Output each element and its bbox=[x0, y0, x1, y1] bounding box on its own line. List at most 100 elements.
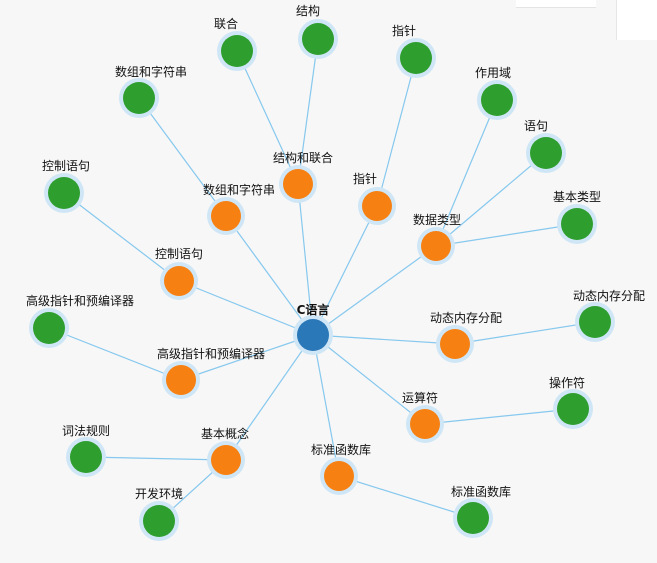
link-root-m9 bbox=[225, 334, 314, 461]
node-circle[interactable] bbox=[579, 306, 611, 338]
link-root-m2 bbox=[312, 205, 378, 336]
link-root-m8 bbox=[312, 334, 426, 425]
top-panel-edge bbox=[516, 0, 596, 8]
node-label: 基本概念 bbox=[201, 426, 249, 441]
node-m8[interactable]: 运算符 bbox=[402, 390, 444, 443]
node-circle[interactable] bbox=[440, 329, 470, 359]
node-label: 联合 bbox=[214, 16, 238, 31]
node-label: 高级指针和预编译器 bbox=[157, 346, 265, 361]
node-m2[interactable]: 指针 bbox=[353, 171, 396, 225]
link-root-m4 bbox=[312, 245, 437, 336]
node-label: 运算符 bbox=[402, 390, 438, 405]
node-l3[interactable]: 指针 bbox=[392, 23, 436, 78]
link-m5-l7 bbox=[63, 192, 180, 282]
node-circle[interactable] bbox=[400, 42, 432, 74]
node-label: 标准函数库 bbox=[451, 484, 511, 499]
node-label: 开发环境 bbox=[135, 486, 183, 501]
nodes-layer: C语言结构和联合指针数组和字符串数据类型控制语句动态内存分配高级指针和预编译器运… bbox=[26, 3, 645, 541]
node-label: 语句 bbox=[524, 119, 548, 133]
link-m9-l12 bbox=[85, 456, 227, 461]
node-m4[interactable]: 数据类型 bbox=[413, 212, 461, 265]
node-label: 数据类型 bbox=[413, 212, 461, 227]
node-circle[interactable] bbox=[211, 201, 241, 231]
node-m6[interactable]: 动态内存分配 bbox=[430, 311, 502, 363]
node-l11[interactable]: 操作符 bbox=[549, 375, 593, 429]
node-label: 作用域 bbox=[475, 66, 511, 80]
node-label: 数组和字符串 bbox=[115, 64, 187, 79]
link-root-m10 bbox=[312, 334, 340, 477]
node-l10[interactable]: 高级指针和预编译器 bbox=[26, 293, 134, 348]
node-l1[interactable]: 联合 bbox=[214, 16, 257, 71]
node-circle[interactable] bbox=[324, 461, 354, 491]
link-m8-l11 bbox=[424, 408, 574, 425]
link-m6-l9 bbox=[454, 321, 596, 345]
node-label: 标准函数库 bbox=[311, 442, 371, 457]
node-circle[interactable] bbox=[297, 319, 329, 351]
node-m5[interactable]: 控制语句 bbox=[155, 247, 203, 300]
node-l2[interactable]: 结构 bbox=[296, 3, 338, 59]
node-root[interactable]: C语言 bbox=[293, 302, 333, 355]
link-m4-l6 bbox=[435, 152, 547, 247]
node-circle[interactable] bbox=[283, 169, 313, 199]
link-root-m5 bbox=[178, 280, 314, 336]
node-label: 结构 bbox=[296, 3, 320, 18]
link-m3-l4 bbox=[138, 97, 227, 217]
links-layer bbox=[48, 38, 596, 522]
link-m1-l1 bbox=[236, 50, 299, 185]
node-label: 动态内存分配 bbox=[430, 311, 502, 325]
node-label: 结构和联合 bbox=[273, 150, 333, 165]
link-m1-l2 bbox=[297, 38, 319, 185]
node-circle[interactable] bbox=[143, 505, 175, 537]
node-circle[interactable] bbox=[530, 137, 562, 169]
node-l8[interactable]: 基本类型 bbox=[553, 190, 601, 244]
node-circle[interactable] bbox=[302, 23, 334, 55]
node-label: 词法规则 bbox=[62, 423, 110, 438]
node-label: 指针 bbox=[353, 171, 377, 186]
node-circle[interactable] bbox=[481, 84, 513, 116]
link-root-m3 bbox=[225, 215, 314, 336]
node-l6[interactable]: 语句 bbox=[524, 119, 566, 173]
node-m7[interactable]: 高级指针和预编译器 bbox=[157, 346, 265, 399]
node-m3[interactable]: 数组和字符串 bbox=[203, 182, 275, 235]
node-circle[interactable] bbox=[561, 208, 593, 240]
node-circle[interactable] bbox=[457, 502, 489, 534]
link-m7-l10 bbox=[48, 327, 182, 381]
node-circle[interactable] bbox=[123, 82, 155, 114]
node-circle[interactable] bbox=[70, 441, 102, 473]
link-m10-l14 bbox=[338, 475, 474, 519]
node-circle[interactable] bbox=[421, 231, 451, 261]
node-label: 动态内存分配 bbox=[573, 289, 645, 303]
node-circle[interactable] bbox=[166, 365, 196, 395]
node-circle[interactable] bbox=[164, 266, 194, 296]
node-l12[interactable]: 词法规则 bbox=[62, 423, 110, 477]
node-circle[interactable] bbox=[211, 445, 241, 475]
node-l9[interactable]: 动态内存分配 bbox=[573, 289, 645, 342]
node-label: 控制语句 bbox=[155, 247, 203, 261]
node-label: 基本类型 bbox=[553, 190, 601, 204]
node-l13[interactable]: 开发环境 bbox=[135, 486, 183, 541]
node-circle[interactable] bbox=[557, 393, 589, 425]
node-label: 指针 bbox=[392, 23, 416, 38]
link-root-m7 bbox=[180, 334, 314, 381]
node-circle[interactable] bbox=[410, 409, 440, 439]
node-label: 数组和字符串 bbox=[203, 182, 275, 197]
node-label: 操作符 bbox=[549, 375, 585, 390]
node-l4[interactable]: 数组和字符串 bbox=[115, 64, 187, 118]
node-circle[interactable] bbox=[221, 35, 253, 67]
node-circle[interactable] bbox=[33, 312, 65, 344]
node-l14[interactable]: 标准函数库 bbox=[451, 484, 511, 538]
node-l7[interactable]: 控制语句 bbox=[42, 159, 90, 213]
node-l5[interactable]: 作用域 bbox=[475, 66, 517, 120]
link-m4-l5 bbox=[435, 99, 498, 247]
node-m10[interactable]: 标准函数库 bbox=[311, 442, 371, 495]
link-m2-l3 bbox=[376, 57, 417, 207]
node-circle[interactable] bbox=[48, 177, 80, 209]
node-m9[interactable]: 基本概念 bbox=[201, 426, 249, 479]
node-label: 控制语句 bbox=[42, 159, 90, 173]
node-m1[interactable]: 结构和联合 bbox=[273, 150, 333, 203]
side-panel-edge bbox=[616, 0, 657, 40]
link-root-m6 bbox=[312, 334, 456, 345]
node-circle[interactable] bbox=[362, 191, 392, 221]
